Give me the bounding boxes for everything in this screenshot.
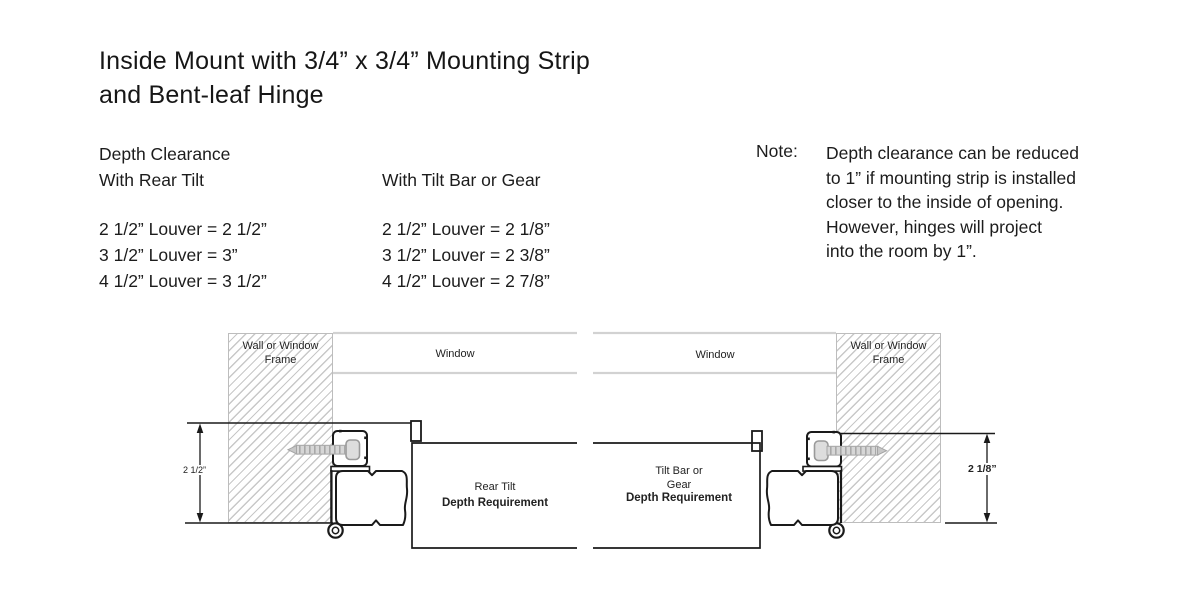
note-label: Note: — [756, 141, 798, 161]
tilt-bar-header: With Tilt Bar or Gear — [382, 170, 541, 190]
right-window-band — [593, 331, 836, 375]
right-headrail — [765, 470, 839, 526]
left-depth-box-line2: Depth Requirement — [441, 497, 549, 509]
spec-row: 2 1/2” Louver = 2 1/2” — [99, 219, 267, 239]
left-window-label: Window — [435, 348, 475, 360]
spec-row: 2 1/2” Louver = 2 1/8” — [382, 219, 550, 239]
page-title-line1: Inside Mount with 3/4” x 3/4” Mounting S… — [99, 47, 590, 75]
left-depth-box — [411, 442, 577, 549]
rear-tilt-header: Depth Clearance With Rear Tilt — [99, 141, 230, 193]
rear-tilt-header-line2: With Rear Tilt — [99, 170, 205, 190]
left-dimension-arrow — [185, 423, 333, 524]
note-line: However, hinges will project — [826, 216, 1042, 237]
right-wall-label: Wall or Window Frame — [850, 340, 927, 366]
right-depth-box-line1: Tilt Bar or — [655, 465, 703, 477]
right-wall-hatch — [836, 333, 941, 523]
left-headrail — [335, 470, 409, 526]
left-wall-label: Wall or Window Frame — [242, 340, 319, 366]
left-depth-box-label: Rear Tilt Depth Requirement — [412, 479, 578, 511]
right-depth-box — [593, 442, 761, 549]
page-title-line2: and Bent-leaf Hinge — [99, 81, 324, 109]
spec-row: 4 1/2” Louver = 3 1/2” — [99, 271, 267, 291]
note-line: Depth clearance can be reduced — [826, 143, 1079, 163]
spec-row: 3 1/2” Louver = 3” — [99, 245, 238, 265]
note-line: closer to the inside of opening. — [826, 192, 1064, 212]
spec-row: 4 1/2” Louver = 2 7/8” — [382, 271, 550, 291]
note-line: to 1” if mounting strip is installed — [826, 167, 1076, 188]
note-text: Depth clearance can be reduced to 1” if … — [826, 141, 1079, 264]
right-hinge-knuckle-icon — [828, 522, 845, 539]
right-screw-icon — [813, 440, 888, 462]
right-depth-box-line2: Gear — [666, 478, 692, 491]
left-wall-hatch — [228, 333, 333, 523]
left-screw-icon — [286, 439, 361, 461]
left-depth-box-line1: Rear Tilt — [474, 481, 516, 493]
rear-tilt-header-line1: Depth Clearance — [99, 144, 231, 164]
right-front-rail-block — [751, 430, 763, 452]
right-depth-box-line3: Depth Requirement — [625, 492, 733, 504]
left-window-band — [333, 331, 577, 375]
right-dimension-arrow — [945, 433, 997, 524]
tilt-bar-spec-list: 2 1/2” Louver = 2 1/8” 3 1/2” Louver = 2… — [382, 216, 550, 294]
note-line: into the room by 1”. — [826, 241, 977, 261]
page-title: Inside Mount with 3/4” x 3/4” Mounting S… — [99, 44, 590, 112]
left-front-rail-block — [410, 420, 422, 442]
right-dimension-label: 2 1/8” — [967, 463, 998, 475]
left-hinge-knuckle-icon — [327, 522, 344, 539]
spec-row: 3 1/2” Louver = 2 3/8” — [382, 245, 550, 265]
right-window-label: Window — [695, 349, 735, 361]
rear-tilt-spec-list: 2 1/2” Louver = 2 1/2” 3 1/2” Louver = 3… — [99, 216, 267, 294]
right-depth-box-label: Tilt Bar or Gear Depth Requirement — [598, 465, 760, 506]
left-dimension-label: 2 1/2” — [182, 465, 208, 475]
